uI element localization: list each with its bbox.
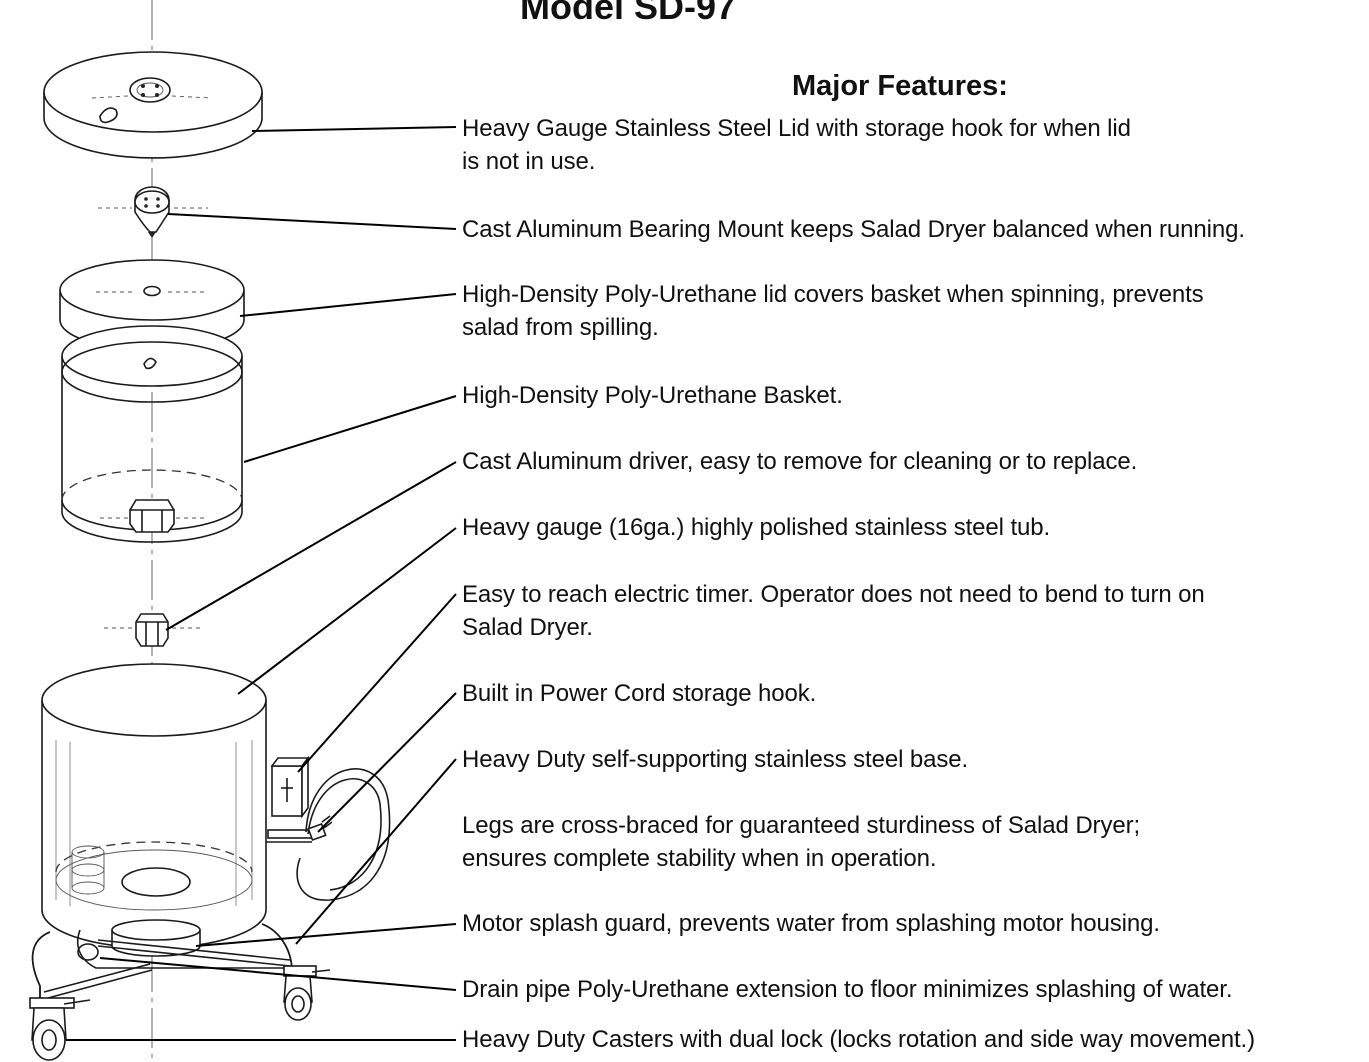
model-title: Model SD-97 bbox=[520, 0, 737, 27]
caster-right bbox=[283, 965, 331, 1021]
features-heading: Major Features: bbox=[792, 70, 1008, 102]
feature-base: Heavy Duty self-supporting stainless ste… bbox=[462, 746, 969, 773]
leader-drain-pipe bbox=[99, 957, 457, 991]
feature-timer: Easy to reach electric timer. Operator d… bbox=[462, 581, 1205, 641]
timer-part bbox=[266, 755, 313, 843]
leader-driver bbox=[165, 461, 457, 631]
feature-poly-lid: High-Density Poly-Urethane lid covers ba… bbox=[462, 281, 1204, 341]
leader-poly-lid bbox=[239, 293, 457, 317]
feature-splash-guard: Motor splash guard, prevents water from … bbox=[462, 910, 1160, 937]
leader-basket bbox=[243, 395, 457, 463]
feature-lid: Heavy Gauge Stainless Steel Lid with sto… bbox=[462, 115, 1131, 175]
driver-part bbox=[104, 613, 204, 647]
bearing-mount-part bbox=[98, 186, 208, 238]
leader-cord-hook bbox=[317, 692, 457, 833]
leader-base bbox=[295, 758, 457, 945]
feature-cord-hook: Built in Power Cord storage hook. bbox=[462, 680, 817, 707]
tub-part bbox=[41, 663, 267, 949]
leader-bearing-mount bbox=[167, 213, 457, 230]
feature-drain-pipe: Drain pipe Poly-Urethane extension to fl… bbox=[462, 976, 1233, 1003]
power-cord-part bbox=[296, 768, 391, 901]
feature-driver: Cast Aluminum driver, easy to remove for… bbox=[462, 448, 1138, 475]
leader-splash-guard bbox=[195, 923, 457, 947]
feature-basket: High-Density Poly-Urethane Basket. bbox=[462, 382, 843, 409]
leader-lid bbox=[251, 126, 457, 132]
feature-casters: Heavy Duty Casters with dual lock (locks… bbox=[462, 1026, 1256, 1053]
basket-part bbox=[61, 325, 243, 543]
feature-bearing-mount: Cast Aluminum Bearing Mount keeps Salad … bbox=[462, 216, 1245, 243]
feature-legs: Legs are cross-braced for guaranteed stu… bbox=[462, 812, 1141, 872]
leader-timer bbox=[297, 593, 457, 773]
stainless-lid-part bbox=[43, 51, 263, 159]
feature-tub: Heavy gauge (16ga.) highly polished stai… bbox=[462, 514, 1051, 541]
leader-tub bbox=[237, 527, 457, 695]
caster-left bbox=[29, 997, 91, 1061]
